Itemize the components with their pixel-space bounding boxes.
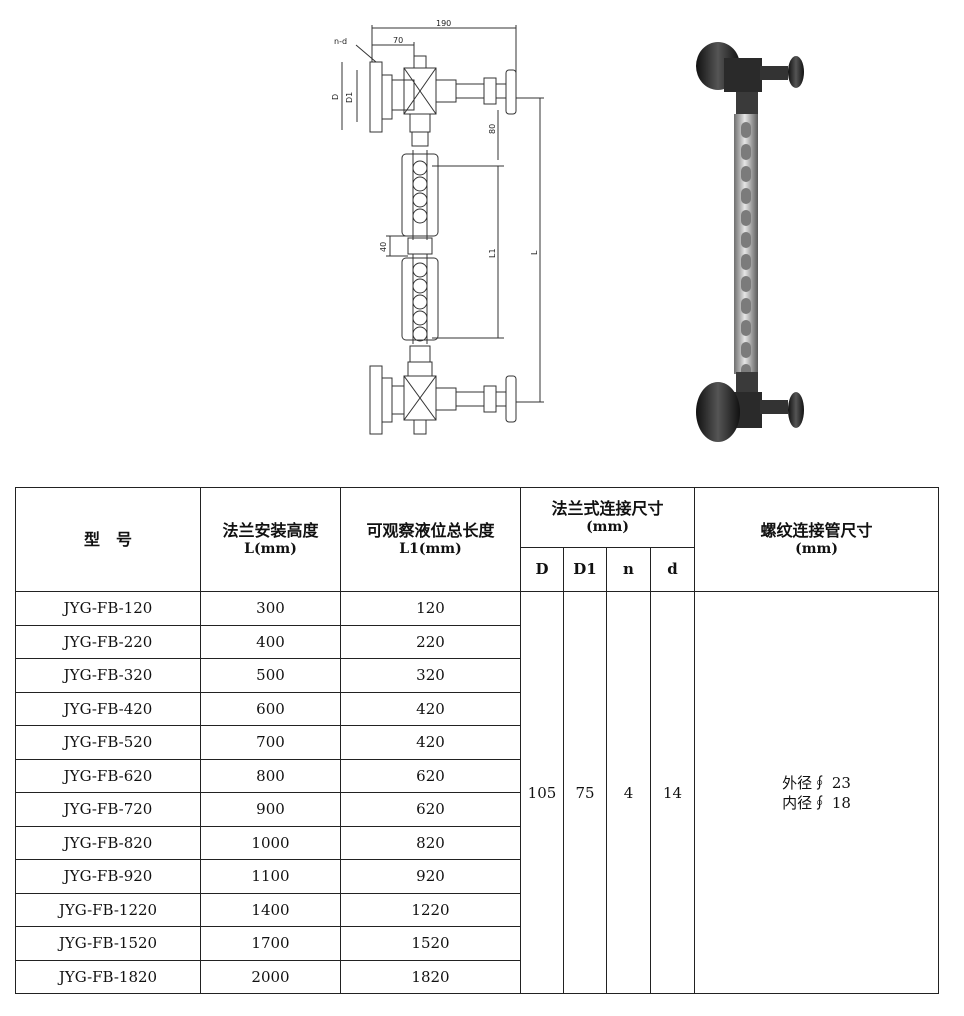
cell-l1: 1820 <box>340 959 521 994</box>
header-view-unit: L1(mm) <box>399 540 462 557</box>
dim-n-d: n-d <box>334 37 347 46</box>
cell-l: 600 <box>200 691 341 726</box>
cell-l1: 1220 <box>340 892 521 927</box>
cell-l: 400 <box>200 624 341 659</box>
header-thread-title: 螺纹连接管尺寸 <box>760 520 873 540</box>
header-D1: D1 <box>563 547 607 592</box>
cell-l1: 320 <box>340 658 521 693</box>
dim-70: 70 <box>393 36 403 45</box>
cell-merged-n: 4 <box>606 591 651 994</box>
dim-40: 40 <box>379 242 388 252</box>
cell-model: JYG-FB-1820 <box>15 959 201 994</box>
dim-L: L <box>530 250 539 255</box>
dim-80: 80 <box>488 124 497 134</box>
header-install-unit: L(mm) <box>244 540 297 557</box>
header-flange-title: 法兰式连接尺寸 <box>551 498 664 518</box>
cell-l: 1100 <box>200 859 341 894</box>
cell-l: 1000 <box>200 825 341 860</box>
cell-merged-d: 14 <box>649 591 696 994</box>
cell-model: JYG-FB-620 <box>15 758 201 793</box>
cell-l: 2000 <box>200 959 341 994</box>
header-flange: 法兰式连接尺寸 (mm) <box>519 487 696 548</box>
cell-merged-d: 105 <box>520 591 564 994</box>
header-d: d <box>649 547 696 592</box>
cell-model: JYG-FB-220 <box>15 624 201 659</box>
cell-model: JYG-FB-720 <box>15 792 201 827</box>
cell-merged-d1: 75 <box>563 591 607 994</box>
cell-model: JYG-FB-520 <box>15 725 201 760</box>
header-D: D <box>520 547 564 592</box>
cell-l1: 1520 <box>340 926 521 961</box>
cell-l: 700 <box>200 725 341 760</box>
header-n: n <box>606 547 651 592</box>
cell-l: 500 <box>200 658 341 693</box>
cell-model: JYG-FB-120 <box>15 591 201 626</box>
cell-l1: 420 <box>340 691 521 726</box>
cell-model: JYG-FB-420 <box>15 691 201 726</box>
cell-l1: 820 <box>340 825 521 860</box>
technical-drawing: 190 70 n-d D D1 80 40 L1 L <box>331 19 544 435</box>
header-model: 型 号 <box>15 487 201 592</box>
header-thread: 螺纹连接管尺寸 (mm) <box>694 487 940 592</box>
cell-l: 900 <box>200 792 341 827</box>
header-view-length: 可观察液位总长度 L1(mm) <box>340 487 521 592</box>
thread-inner: 内径∮ 18 <box>782 793 851 812</box>
cell-model: JYG-FB-1220 <box>15 892 201 927</box>
cell-l: 1700 <box>200 926 341 961</box>
cell-l1: 420 <box>340 725 521 760</box>
thread-outer: 外径∮ 23 <box>782 773 851 792</box>
cell-model: JYG-FB-820 <box>15 825 201 860</box>
cell-model: JYG-FB-320 <box>15 658 201 693</box>
header-view-title: 可观察液位总长度 <box>366 520 495 540</box>
product-photo <box>696 42 804 442</box>
cell-model: JYG-FB-920 <box>15 859 201 894</box>
header-install-height: 法兰安装高度 L(mm) <box>200 487 341 592</box>
cell-l1: 920 <box>340 859 521 894</box>
cell-l: 800 <box>200 758 341 793</box>
cell-model: JYG-FB-1520 <box>15 926 201 961</box>
cell-l1: 620 <box>340 758 521 793</box>
spec-table: 型 号 法兰安装高度 L(mm) 可观察液位总长度 L1(mm) 法兰式连接尺寸… <box>15 487 940 994</box>
cell-l1: 220 <box>340 624 521 659</box>
dim-D1: D1 <box>345 92 354 103</box>
header-flange-unit: (mm) <box>586 518 629 535</box>
cell-l1: 620 <box>340 792 521 827</box>
cell-l: 300 <box>200 591 341 626</box>
dim-L1: L1 <box>488 248 497 258</box>
header-thread-unit: (mm) <box>795 540 838 557</box>
dim-190: 190 <box>436 19 451 28</box>
cell-l: 1400 <box>200 892 341 927</box>
header-install-title: 法兰安装高度 <box>222 520 319 540</box>
cell-l1: 120 <box>340 591 521 626</box>
dim-D: D <box>331 94 340 100</box>
